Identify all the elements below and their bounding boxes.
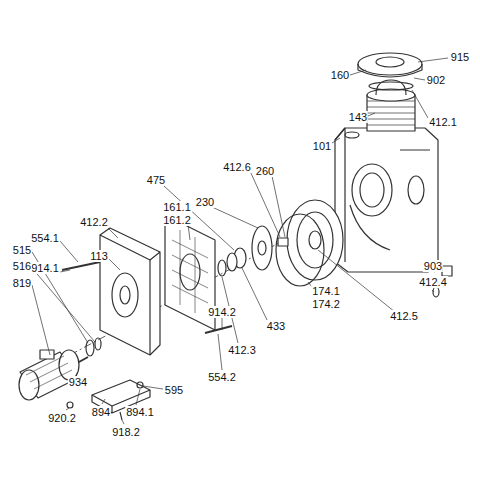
callout-number: 515 bbox=[12, 244, 32, 256]
callout-number: 475 bbox=[146, 174, 166, 186]
callout-number: 914.2 bbox=[207, 306, 237, 318]
callout-number: 143 bbox=[348, 111, 368, 123]
callout-number: 516 bbox=[12, 260, 32, 272]
callout-number: 113 bbox=[89, 250, 109, 262]
callout-number: 161.1 bbox=[162, 201, 192, 213]
callout-number: 915 bbox=[450, 51, 470, 63]
callout-number: 554.1 bbox=[30, 232, 60, 244]
callout-number: 819 bbox=[12, 277, 32, 289]
callout-number: 412.3 bbox=[227, 344, 257, 356]
callout-number: 903 bbox=[423, 260, 443, 272]
callout-number: 595 bbox=[164, 384, 184, 396]
callout-number: 412.2 bbox=[79, 216, 109, 228]
callout-number: 920.2 bbox=[47, 412, 77, 424]
callout-number: 174.2 bbox=[311, 298, 341, 310]
callout-number: 412.6 bbox=[222, 161, 252, 173]
callout-number: 934 bbox=[68, 376, 88, 388]
callout-number: 433 bbox=[266, 320, 286, 332]
callout-number: 894 bbox=[91, 406, 111, 418]
callout-number: 412.1 bbox=[428, 116, 458, 128]
callout-number: 554.2 bbox=[207, 371, 237, 383]
callout-number: 412.5 bbox=[389, 310, 419, 322]
callout-number: 230 bbox=[195, 196, 215, 208]
callout-number: 260 bbox=[255, 165, 275, 177]
callout-number: 902 bbox=[426, 74, 446, 86]
callout-number: 161.2 bbox=[162, 214, 192, 226]
callout-number: 914.1 bbox=[30, 262, 60, 274]
callout-number: 918.2 bbox=[111, 426, 141, 438]
callout-number: 174.1 bbox=[311, 285, 341, 297]
callout-number: 160 bbox=[330, 69, 350, 81]
callout-number: 101 bbox=[312, 140, 332, 152]
callout-number: 894.1 bbox=[125, 406, 155, 418]
callout-number: 412.4 bbox=[418, 276, 448, 288]
